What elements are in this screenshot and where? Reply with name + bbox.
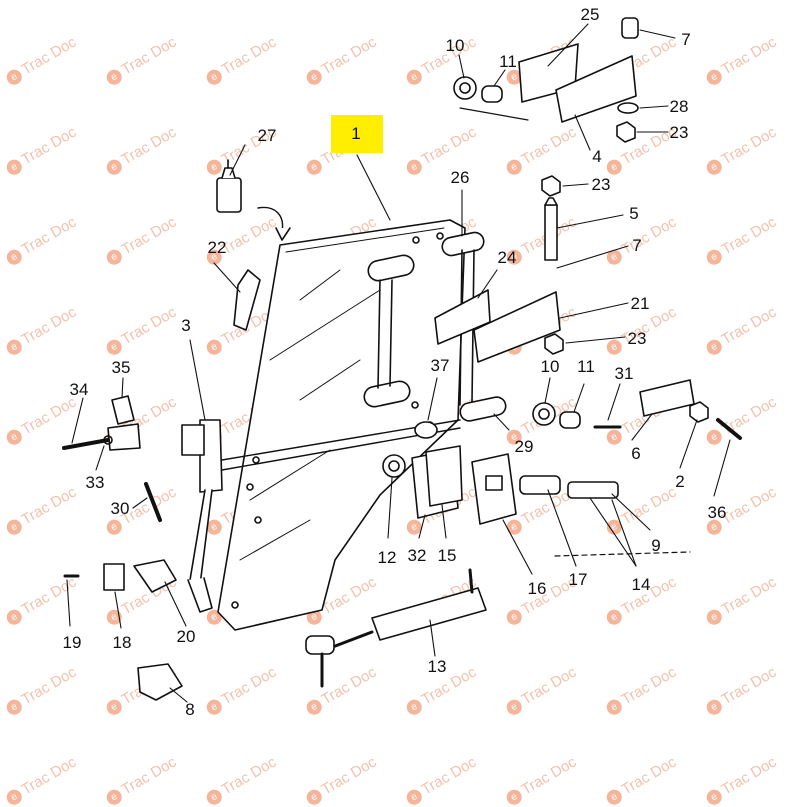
watermark-tile: eTrac Doc xyxy=(503,754,579,807)
callout-27: 27 xyxy=(257,126,277,145)
callout-31: 31 xyxy=(614,364,634,383)
callout-28: 28 xyxy=(669,97,689,116)
watermark-text: Trac Doc xyxy=(318,753,380,799)
watermark-text: Trac Doc xyxy=(618,753,680,799)
callout-25: 25 xyxy=(580,5,600,24)
callout-33: 33 xyxy=(85,473,105,492)
door-glass-panel xyxy=(217,219,466,631)
callout-3: 3 xyxy=(181,316,191,335)
callout-11-lower: 11 xyxy=(577,357,595,376)
callout-26: 26 xyxy=(450,168,470,187)
callout-24: 24 xyxy=(497,248,517,267)
diagram-drawing xyxy=(62,17,742,703)
lock-bracket xyxy=(107,423,141,451)
callout-14: 14 xyxy=(631,575,651,594)
callout-12: 12 xyxy=(377,548,397,567)
watermark-tile: eTrac Doc xyxy=(203,754,279,807)
callout-18: 18 xyxy=(112,633,132,652)
watermark-text: Trac Doc xyxy=(118,753,180,799)
callout-30: 30 xyxy=(110,499,130,518)
callout-37: 37 xyxy=(430,356,450,375)
callout-2: 2 xyxy=(675,472,685,491)
callout-7-upper: 7 xyxy=(681,30,691,49)
callout-13: 13 xyxy=(427,657,447,676)
watermark-tile: eTrac Doc xyxy=(403,754,479,807)
callout-32: 32 xyxy=(407,546,427,565)
callout-19: 19 xyxy=(62,633,82,652)
leader-lines xyxy=(66,23,731,703)
callout-34: 34 xyxy=(69,380,89,399)
callout-35: 35 xyxy=(111,358,131,377)
link-bars xyxy=(363,231,507,422)
lock-cylinder xyxy=(519,475,561,495)
hinge-plate-4 xyxy=(555,55,637,123)
watermark-text: Trac Doc xyxy=(218,753,280,799)
glue-bottle xyxy=(216,159,242,213)
callout-20: 20 xyxy=(176,627,196,646)
watermark-tile: eTrac Doc xyxy=(103,754,179,807)
seal-strip xyxy=(233,269,261,331)
gas-strut xyxy=(305,568,487,688)
watermark-text: Trac Doc xyxy=(518,753,580,799)
callout-22: 22 xyxy=(207,238,227,257)
callout-4: 4 xyxy=(592,147,602,166)
bracket-20 xyxy=(133,559,177,593)
highlight-box-part-1 xyxy=(331,115,383,153)
hinge-plate-21 xyxy=(473,291,561,363)
watermark-text: Trac Doc xyxy=(418,753,480,799)
callout-6: 6 xyxy=(631,444,641,463)
nuts xyxy=(541,17,709,423)
callout-7-lower: 7 xyxy=(632,236,642,255)
callout-10-upper: 10 xyxy=(445,36,465,55)
bracket-18 xyxy=(103,563,125,591)
callout-11-upper: 11 xyxy=(499,52,517,71)
pad-15 xyxy=(425,445,463,507)
watermark-tile: eTrac Doc xyxy=(603,754,679,807)
callout-21: 21 xyxy=(630,294,650,313)
callout-23-c: 23 xyxy=(627,329,647,348)
callout-23-b: 23 xyxy=(591,175,611,194)
bracket-8 xyxy=(137,663,183,701)
watermark-tile: eTrac Doc xyxy=(303,754,379,807)
parts-diagram: eTrac Doc eTrac Doc eTrac Doc eTrac Doc eTra… xyxy=(3,5,779,807)
callout-5: 5 xyxy=(629,204,639,223)
callout-17: 17 xyxy=(568,570,588,589)
callout-23-a: 23 xyxy=(669,123,689,142)
watermark-tile: eTrac Doc xyxy=(3,754,79,807)
callout-10-lower: 10 xyxy=(540,357,560,376)
hinge-pin xyxy=(544,204,558,261)
watermark-tile: eTrac Doc xyxy=(703,754,779,807)
callout-16: 16 xyxy=(527,579,547,598)
callout-36: 36 xyxy=(707,503,727,522)
callout-29: 29 xyxy=(514,437,534,456)
bushings xyxy=(382,76,581,478)
callout-1: 1 xyxy=(351,124,361,143)
callout-8: 8 xyxy=(185,700,195,719)
callout-9: 9 xyxy=(651,536,661,555)
callout-15: 15 xyxy=(437,546,457,565)
washer-plate xyxy=(639,379,695,417)
watermark-text: Trac Doc xyxy=(718,753,780,799)
watermark-text: Trac Doc xyxy=(18,753,80,799)
